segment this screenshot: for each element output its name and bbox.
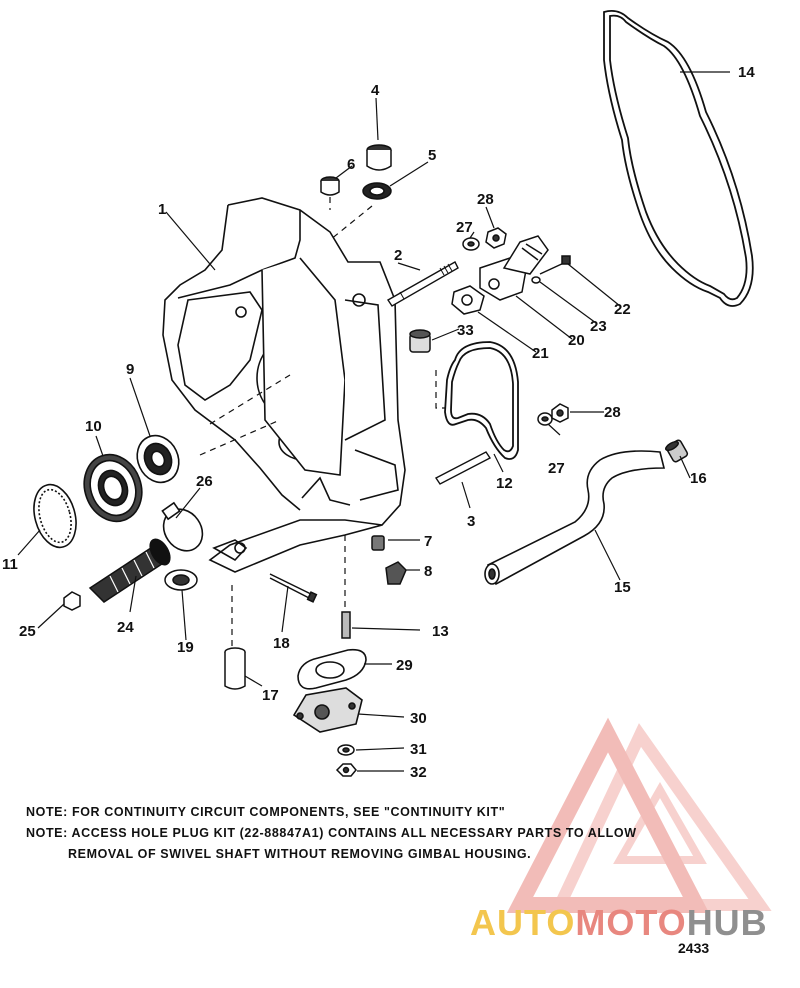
callout-27-right: 27	[548, 460, 565, 477]
watermark-hub: HUB	[686, 902, 768, 943]
part-23-washer	[531, 276, 541, 284]
callout-4: 4	[371, 82, 380, 99]
callout-24: 24	[117, 619, 134, 636]
alignment-lines	[199, 186, 446, 655]
callout-6: 6	[347, 156, 355, 173]
part-15-hose	[484, 450, 666, 586]
part-14-gasket	[603, 9, 754, 307]
callout-21: 21	[532, 345, 549, 362]
callout-31: 31	[410, 741, 427, 758]
callout-17: 17	[262, 687, 279, 704]
part-13-stud	[341, 611, 351, 639]
callout-labels: 4 6 5 1 2 27 28 22 23 20 21 33 14 28 27 …	[2, 64, 755, 781]
part-8-clip	[385, 561, 407, 585]
callout-28-top: 28	[477, 191, 494, 208]
callout-13: 13	[432, 623, 449, 640]
callout-28-right: 28	[604, 404, 621, 421]
callout-12: 12	[496, 475, 513, 492]
callout-16: 16	[690, 470, 707, 487]
part-26-clamp	[161, 501, 204, 552]
callout-25: 25	[19, 623, 36, 640]
part-27-washer-top	[462, 237, 480, 251]
part-16-fitting	[665, 439, 689, 463]
part-17-pin	[224, 647, 246, 690]
part-12-gasket	[444, 341, 519, 460]
part-5-seal	[362, 182, 392, 200]
callout-19: 19	[177, 639, 194, 656]
part-10-bearing	[83, 453, 143, 523]
callout-27-top: 27	[456, 219, 473, 236]
callout-7: 7	[424, 533, 432, 550]
callout-11: 11	[2, 556, 18, 573]
watermark-logo	[506, 717, 772, 913]
callout-9: 9	[126, 361, 134, 378]
part-33-plug	[409, 329, 431, 353]
part-25-nut	[63, 591, 81, 611]
part-32-nut	[335, 763, 357, 777]
callout-32: 32	[410, 764, 427, 781]
callout-30: 30	[410, 710, 427, 727]
callout-20: 20	[568, 332, 585, 349]
watermark-auto: AUTO	[470, 902, 576, 943]
part-22-screw	[539, 255, 571, 275]
callout-22: 22	[614, 301, 631, 318]
callout-33: 33	[457, 322, 474, 339]
part-31-washer	[337, 744, 355, 756]
note-access-hole-continued: REMOVAL OF SWIVEL SHAFT WITHOUT REMOVING…	[68, 847, 532, 861]
callout-10: 10	[85, 418, 102, 435]
part-18-bolt	[269, 573, 318, 603]
watermark-text: AUTOMOTOHUB	[470, 902, 768, 944]
callout-26: 26	[196, 473, 213, 490]
gimbal-housing	[162, 197, 406, 573]
part-30-cover	[292, 687, 363, 733]
part-7-fitting	[371, 535, 385, 551]
callout-3: 3	[467, 513, 475, 530]
part-29-gasket	[297, 648, 367, 690]
callout-14: 14	[738, 64, 755, 81]
part-21-gasket	[451, 285, 485, 315]
part-28-nut-top	[485, 227, 507, 249]
part-28-nut-right	[551, 403, 569, 423]
callout-15: 15	[614, 579, 631, 596]
leader-lines	[17, 71, 730, 772]
part-4-bushing	[366, 144, 392, 171]
callout-29: 29	[396, 657, 413, 674]
callout-2: 2	[394, 247, 402, 264]
callout-23: 23	[590, 318, 607, 335]
part-11-clamp-ring	[33, 483, 77, 549]
part-6-bushing	[320, 176, 340, 196]
callout-8: 8	[424, 563, 432, 580]
callout-5: 5	[428, 147, 436, 164]
note-access-hole: NOTE: ACCESS HOLE PLUG KIT (22-88847A1) …	[26, 826, 637, 840]
part-27-washer-right	[537, 412, 553, 426]
note-continuity: NOTE: FOR CONTINUITY CIRCUIT COMPONENTS,…	[26, 805, 506, 819]
part-2-stud	[387, 261, 459, 307]
part-24-bellows	[88, 538, 171, 603]
part-19-washer	[164, 569, 198, 591]
drawing-number: 2433	[678, 940, 710, 956]
watermark-moto: MOTO	[575, 902, 687, 943]
notes-block: NOTE: FOR CONTINUITY CIRCUIT COMPONENTS,…	[26, 802, 756, 865]
part-3-stud	[434, 451, 492, 485]
part-9-seal	[136, 434, 180, 484]
callout-1: 1	[158, 201, 166, 218]
callout-18: 18	[273, 635, 290, 652]
part-20-elbow-fitting	[479, 235, 549, 301]
